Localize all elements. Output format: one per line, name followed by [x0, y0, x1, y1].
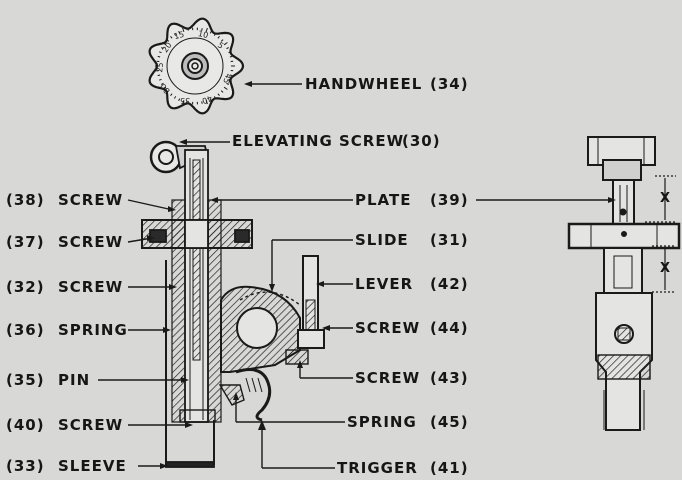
dial-tick	[182, 27, 185, 32]
dial-tick	[159, 78, 162, 81]
label-screw-37: SCREW	[58, 233, 124, 251]
handwheel-figure	[148, 17, 245, 115]
dimension-mark-lower: X	[660, 261, 672, 276]
dial-tick	[170, 93, 173, 97]
label-spring-36: SPRING	[58, 321, 128, 339]
dial-tick	[187, 101, 189, 104]
dimension-mark-upper: X	[660, 191, 672, 206]
dial-tick	[220, 39, 224, 42]
dial-tick	[173, 96, 177, 99]
dial-tick	[223, 42, 228, 46]
label-screw-38: SCREW	[58, 191, 124, 209]
dial-tick	[226, 47, 229, 50]
dial-tick	[162, 42, 167, 46]
label-screw-44-number: (44)	[430, 319, 469, 337]
dial-tick	[213, 96, 217, 99]
dial-tick	[173, 33, 177, 36]
label-screw-32-number: (32)	[6, 278, 45, 296]
label-screw-40: SCREW	[58, 416, 124, 434]
dial-tick	[223, 86, 228, 90]
label-trigger-number: (41)	[430, 459, 469, 477]
dial-tick	[228, 51, 231, 54]
dial-tick	[159, 51, 162, 54]
dial-tick	[205, 27, 208, 32]
label-handwheel: HANDWHEEL	[305, 75, 423, 93]
dial-number-35: 35	[180, 96, 191, 105]
label-elevating-screw-number: (30)	[402, 132, 441, 150]
section-view	[141, 140, 325, 468]
dial-tick	[157, 55, 161, 58]
dial-tick	[209, 98, 212, 102]
label-trigger: TRIGGER	[337, 459, 418, 477]
leader-arrows	[147, 81, 616, 469]
label-sleeve-33: SLEEVE	[58, 457, 127, 475]
dial-tick	[170, 35, 173, 39]
dial-tick	[201, 101, 203, 104]
label-lever: LEVER	[355, 275, 414, 293]
label-screw-32: SCREW	[58, 278, 124, 296]
dial-tick	[157, 74, 161, 77]
dial-tick	[166, 90, 170, 93]
label-slide-number: (31)	[430, 231, 469, 249]
dial-tick	[213, 33, 217, 36]
dial-tick	[217, 35, 220, 39]
label-screw-43: SCREW	[355, 369, 421, 387]
label-plate-number: (39)	[430, 191, 469, 209]
leader-lines	[98, 83, 612, 469]
dial-tick	[226, 82, 229, 85]
dial-tick	[161, 82, 164, 85]
label-spring-45: SPRING	[347, 413, 417, 431]
dial-tick	[229, 74, 233, 77]
dial-tick	[162, 86, 167, 90]
side-view	[567, 136, 681, 431]
label-screw-43-number: (43)	[430, 369, 469, 387]
label-spring-45-number: (45)	[430, 413, 469, 431]
label-pin-35-number: (35)	[6, 371, 45, 389]
dial-tick	[217, 93, 220, 97]
leader-screw-38	[127, 199, 174, 211]
label-screw-44: SCREW	[355, 319, 421, 337]
dial-tick	[205, 100, 208, 105]
dial-tick	[201, 28, 203, 31]
label-sleeve-33-number: (33)	[6, 457, 45, 475]
label-elevating-screw: ELEVATING SCREW	[232, 132, 405, 150]
label-screw-37-number: (37)	[6, 233, 45, 251]
dial-number-25: 25	[155, 62, 166, 73]
label-screw-40-number: (40)	[6, 416, 45, 434]
label-lever-number: (42)	[430, 275, 469, 293]
dial-tick	[182, 100, 185, 105]
dial-tick	[178, 98, 181, 102]
dial-number-10: 10	[197, 29, 210, 40]
dial-tick	[229, 55, 233, 58]
dial-tick	[209, 30, 212, 34]
label-slide: SLIDE	[355, 231, 409, 249]
label-plate: PLATE	[355, 191, 412, 209]
dial-tick	[220, 90, 224, 93]
label-spring-36-number: (36)	[6, 321, 45, 339]
label-screw-38-number: (38)	[6, 191, 45, 209]
dial-tick	[228, 78, 231, 81]
dial-tick	[161, 47, 164, 50]
label-pin-35: PIN	[58, 371, 91, 389]
dial-ticks	[155, 27, 235, 105]
dial-tick	[166, 39, 170, 42]
dial-tick	[187, 28, 189, 31]
dial-tick	[178, 30, 181, 34]
label-handwheel-number: (34)	[430, 75, 469, 93]
